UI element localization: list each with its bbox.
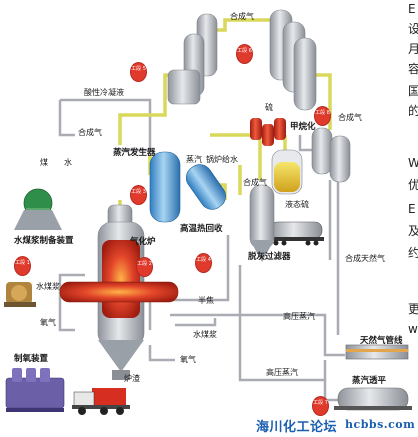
watermark-text: 海川化工论坛 <box>256 420 338 435</box>
slag-truck <box>72 388 130 415</box>
rail-tanker <box>268 221 324 246</box>
label-syngas-mid-left: 合成气 <box>78 128 102 137</box>
label-slag: 炉渣 <box>124 374 140 383</box>
label-synthetic-natural-gas: 合成天然气 <box>345 254 385 263</box>
station-badge: 工段 4 <box>195 253 212 273</box>
side-text: 月 <box>408 42 418 56</box>
gasifier <box>59 204 179 380</box>
side-text: E <box>408 202 416 216</box>
label-syngas-right: 合成气 <box>338 113 362 122</box>
label-ng-pipeline: 天然气管线 <box>360 336 403 346</box>
side-text: 更 <box>408 302 418 316</box>
label-water: 水 <box>64 158 72 167</box>
station-badge: 工段 2 <box>136 257 153 277</box>
sulfur-tanks <box>250 118 286 146</box>
station-badge: 工段 5 <box>130 62 147 82</box>
label-acid-condensate: 酸性冷凝液 <box>84 88 124 97</box>
ash-filter <box>249 184 275 262</box>
label-steam-generator: 蒸汽发生器 <box>113 148 156 158</box>
station-badge: 工段 6 <box>236 44 253 64</box>
station-badge: 工段 7 <box>312 396 329 416</box>
steam-generator <box>149 151 226 223</box>
label-oxygen: 氧气 <box>40 318 56 327</box>
side-text: w <box>408 322 418 336</box>
label-sulfur: 硫 <box>265 103 273 112</box>
gray-pipes <box>58 85 345 402</box>
label-methanation: 甲烷化 <box>290 122 316 132</box>
label-heat-recovery: 高温热回收 <box>180 224 223 234</box>
slurry-pump <box>4 282 36 307</box>
label-slurry-2: 水煤浆 <box>193 330 217 339</box>
side-text: 国 <box>408 84 418 98</box>
side-text: 容 <box>408 62 418 76</box>
label-hp-steam-2: 高压蒸汽 <box>266 368 298 377</box>
label-ash-filter: 脱灰过滤器 <box>248 252 291 262</box>
air-separation-unit <box>5 368 65 412</box>
station-6-vessels <box>269 9 317 111</box>
watermark-url: hcbbs.com <box>345 418 416 431</box>
side-text: 约 <box>408 246 418 260</box>
label-gasifier: 气化炉 <box>130 237 156 247</box>
label-liquid-sulfur: 液态硫 <box>285 200 309 209</box>
side-text: 优 <box>408 178 418 192</box>
station-badge: 工段 8 <box>314 106 331 126</box>
side-text: E <box>408 2 416 16</box>
label-steam-turbine: 蒸汽透平 <box>352 376 387 386</box>
label-coal: 煤 <box>40 158 48 167</box>
label-semi-coke: 半焦 <box>198 296 214 305</box>
label-syngas-top: 合成气 <box>230 12 254 21</box>
station-badge: 工段 3 <box>130 185 147 205</box>
station-5-vessels <box>167 13 218 105</box>
gas-pipeline <box>345 344 409 360</box>
slurry-mixer <box>14 188 62 230</box>
side-text: W <box>408 156 418 170</box>
label-hp-steam-1: 高压蒸汽 <box>283 312 315 321</box>
methanation-vessels <box>311 127 351 183</box>
liquid-sulfur-vessel <box>271 149 303 195</box>
steam-turbine <box>334 387 412 411</box>
label-steam: 蒸汽 <box>186 155 202 164</box>
label-boiler-feed-water: 锅炉给水 <box>206 155 238 164</box>
side-text: 设 <box>408 22 418 36</box>
side-text: 及 <box>408 224 418 238</box>
label-air-separation: 制氧装置 <box>14 354 49 364</box>
side-text: 的 <box>408 104 418 118</box>
label-syngas-mid: 合成气 <box>243 178 267 187</box>
label-water-coal-slurry: 水煤浆 <box>36 282 60 291</box>
label-oxygen-2: 氧气 <box>180 355 196 364</box>
station-badge: 工段 1 <box>14 256 31 276</box>
label-slurry-prep: 水煤浆制备装置 <box>14 236 74 246</box>
